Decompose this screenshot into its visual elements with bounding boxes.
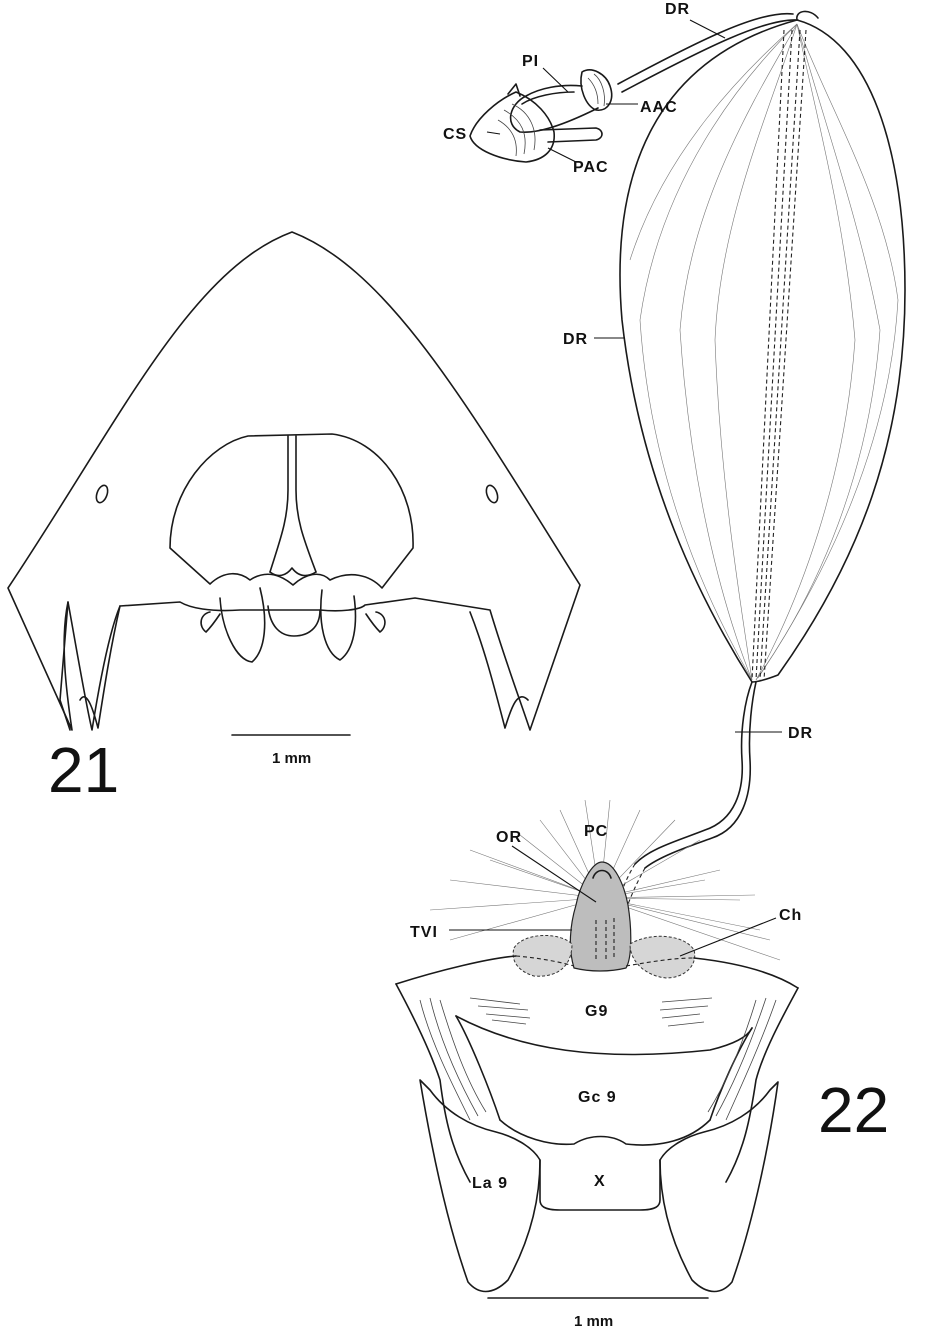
label-pac: PAC	[573, 159, 609, 176]
label-dr-mid: DR	[563, 331, 588, 348]
figure-number-22: 22	[818, 1074, 889, 1146]
scale-label-21: 1 mm	[272, 750, 311, 767]
label-gc9: Gc 9	[578, 1089, 617, 1106]
label-aac: AAC	[640, 99, 678, 116]
label-la9: La 9	[472, 1175, 508, 1192]
label-cs: CS	[443, 126, 467, 143]
label-dr-low: DR	[788, 725, 813, 742]
label-or: OR	[496, 829, 522, 846]
label-ch: Ch	[779, 907, 802, 924]
scale-label-22: 1 mm	[574, 1313, 613, 1330]
label-dr-top: DR	[665, 1, 690, 18]
label-pi: PI	[522, 53, 539, 70]
label-pc: PC	[584, 823, 608, 840]
leader-lines	[449, 20, 782, 956]
label-x: X	[594, 1173, 606, 1190]
label-tvi: TVI	[410, 924, 438, 941]
label-g9: G9	[585, 1003, 608, 1020]
figure-number-21: 21	[48, 734, 119, 806]
figure-21-drawing	[8, 232, 580, 730]
